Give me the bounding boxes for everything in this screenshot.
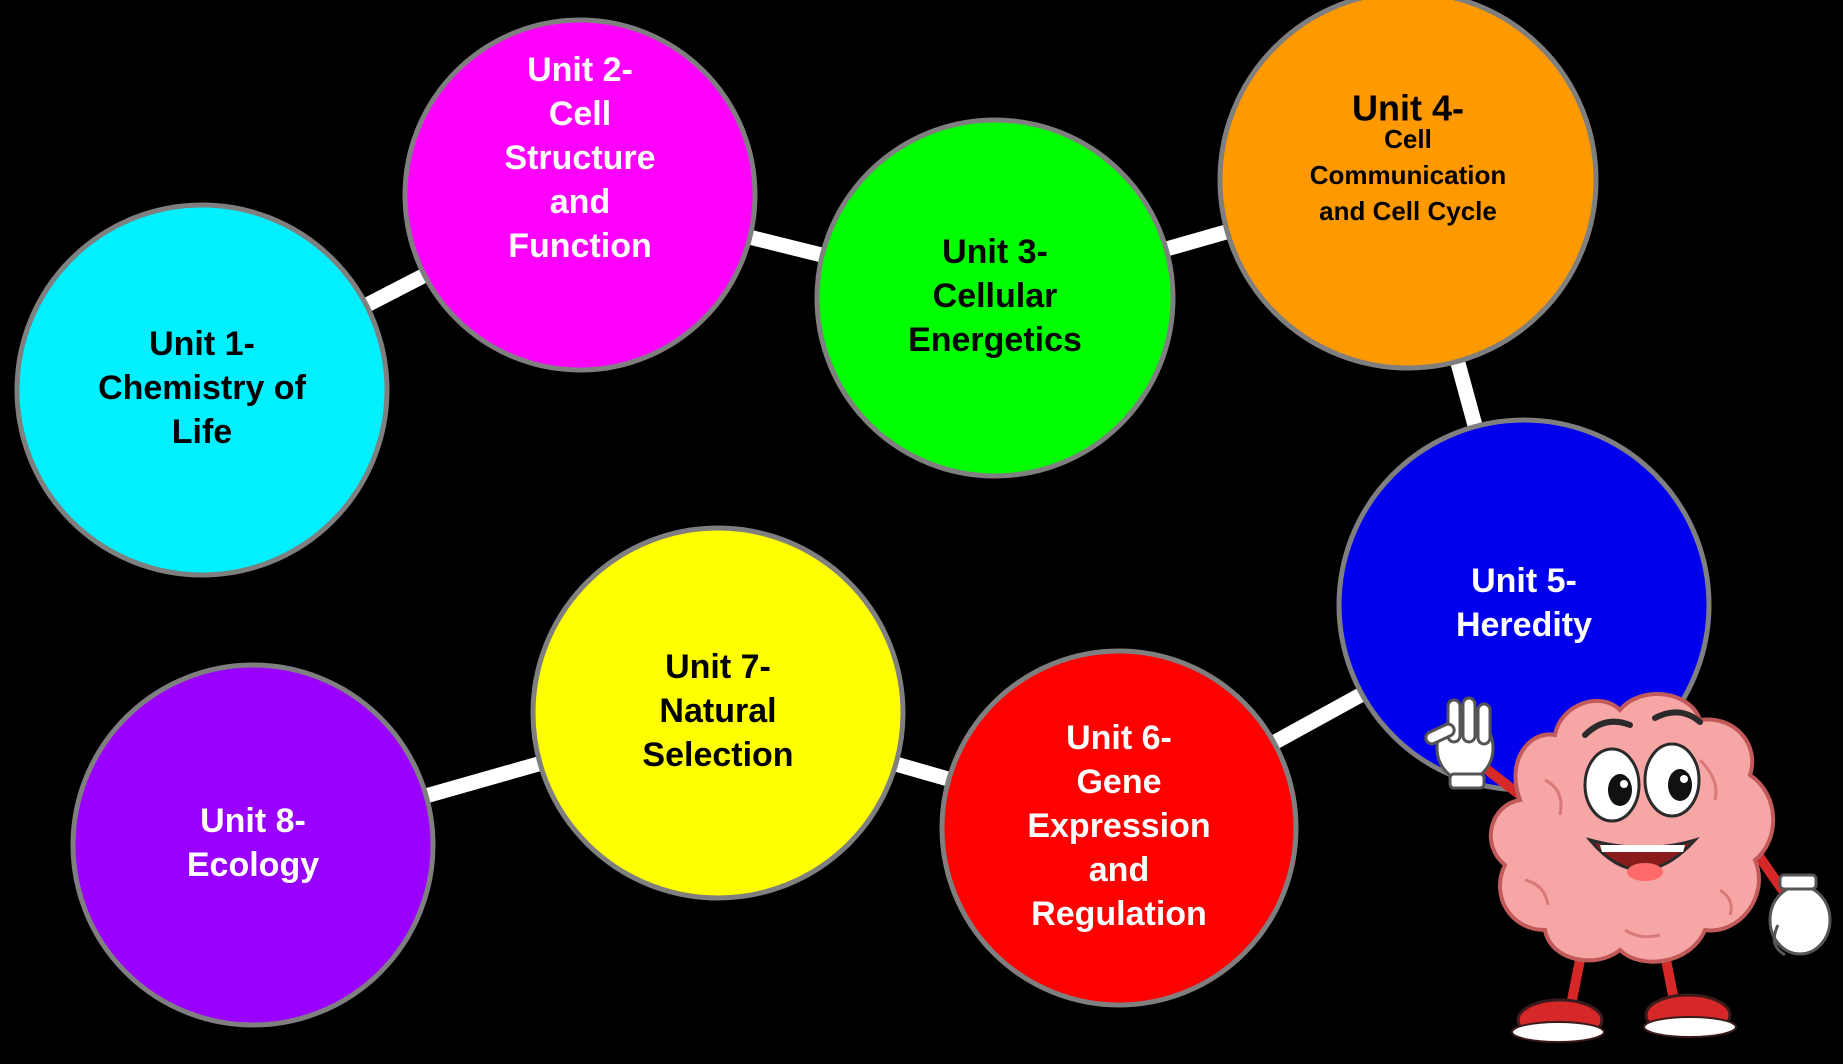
node-line-unit-3-1: Energetics bbox=[908, 321, 1082, 359]
node-circle-unit-1 bbox=[14, 202, 390, 578]
node-circle-unit-6 bbox=[939, 648, 1299, 1008]
node-circle-unit-7 bbox=[530, 525, 906, 901]
node-circle-unit-2 bbox=[402, 17, 758, 373]
node-line-unit-4-1: Communication bbox=[1310, 160, 1506, 190]
node-line-unit-2-3: Function bbox=[508, 227, 652, 265]
node-line-unit-3-0: Cellular bbox=[933, 277, 1058, 315]
node-line-unit-5-0: Heredity bbox=[1456, 606, 1592, 644]
node-line-unit-6-3: Regulation bbox=[1031, 895, 1207, 933]
node-line-unit-6-2: and bbox=[1089, 851, 1149, 889]
waving-hand-icon bbox=[1424, 696, 1495, 790]
node-line-unit-7-0: Natural bbox=[659, 692, 776, 730]
node-line-unit-4-2: and Cell Cycle bbox=[1319, 196, 1497, 226]
brain-mascot-illustration bbox=[1424, 692, 1832, 1043]
unit-nodes: Unit 1- Chemistry of Life Unit 2- CellStruct… bbox=[14, 0, 1712, 1028]
node-circle-unit-4 bbox=[1217, 0, 1599, 371]
node-title-unit-2: Unit 2- bbox=[527, 51, 633, 89]
glove-icon bbox=[1768, 873, 1832, 957]
node-unit-5: Unit 5- Heredity bbox=[1336, 417, 1712, 793]
node-line-unit-1-0: Chemistry of bbox=[98, 369, 306, 407]
node-title-unit-8: Unit 8- bbox=[200, 802, 306, 840]
node-title-unit-6: Unit 6- bbox=[1066, 719, 1172, 757]
node-line-unit-2-2: and bbox=[550, 183, 610, 221]
node-unit-8: Unit 8- Ecology bbox=[70, 662, 436, 1028]
node-line-unit-1-1: Life bbox=[172, 413, 232, 451]
node-title-unit-1: Unit 1- bbox=[149, 325, 255, 363]
node-title-unit-4: Unit 4- bbox=[1352, 88, 1464, 129]
node-line-unit-2-0: Cell bbox=[549, 95, 611, 133]
node-title-unit-7: Unit 7- bbox=[665, 648, 771, 686]
node-line-unit-2-1: Structure bbox=[504, 139, 655, 177]
node-circle-unit-8 bbox=[70, 662, 436, 1028]
node-title-unit-3: Unit 3- bbox=[942, 233, 1048, 271]
node-line-unit-6-0: Gene bbox=[1076, 763, 1161, 801]
node-title-unit-5: Unit 5- bbox=[1471, 562, 1577, 600]
node-line-unit-4-0: Cell bbox=[1384, 124, 1432, 154]
node-unit-1: Unit 1- Chemistry of Life bbox=[14, 202, 390, 578]
node-line-unit-8-0: Ecology bbox=[187, 846, 319, 884]
node-line-unit-7-1: Selection bbox=[642, 736, 793, 774]
node-line-unit-6-1: Expression bbox=[1027, 807, 1210, 845]
node-circle-unit-3 bbox=[814, 117, 1176, 479]
